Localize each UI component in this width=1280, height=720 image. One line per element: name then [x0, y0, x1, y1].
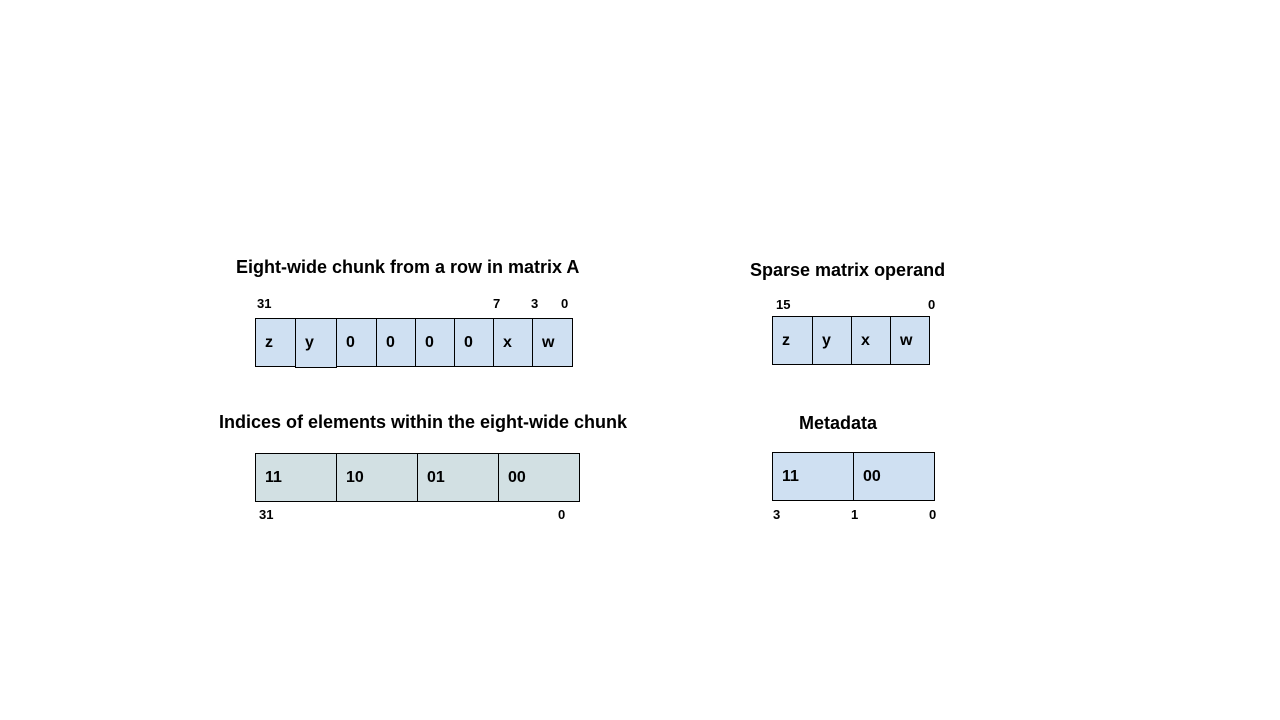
cell-value: 11 — [265, 468, 282, 486]
cell-value: 0 — [464, 333, 473, 351]
indices-bit-31: 31 — [259, 507, 274, 522]
metadata-cell: 11 — [772, 452, 854, 501]
chunk-title: Eight-wide chunk from a row in matrix A — [236, 257, 580, 277]
cell-value: y — [822, 331, 831, 349]
metadata-cell: 00 — [853, 452, 935, 501]
sparse-cell-w: w — [890, 316, 930, 365]
sparse-bit-15: 15 — [776, 297, 791, 312]
cell-value: w — [900, 331, 913, 349]
cell-value: 0 — [386, 333, 395, 351]
chunk-cell-y: y — [295, 318, 337, 368]
indices-cell: 10 — [336, 453, 418, 502]
sparse-cell-y: y — [812, 316, 852, 365]
indices-cell: 11 — [255, 453, 337, 502]
indices-title: Indices of elements within the eight-wid… — [219, 412, 628, 432]
metadata-title: Metadata — [799, 413, 878, 433]
cell-value: 01 — [427, 468, 445, 486]
metadata-bit-1: 1 — [851, 507, 859, 522]
indices-cell: 01 — [417, 453, 499, 502]
cell-value: z — [265, 333, 273, 351]
cell-value: z — [782, 331, 790, 349]
sparse-cell-z: z — [772, 316, 813, 365]
chunk-cell-zero: 0 — [454, 318, 494, 367]
chunk-cell-zero: 0 — [415, 318, 455, 367]
chunk-bit-31: 31 — [257, 296, 272, 311]
sparse-title: Sparse matrix operand — [750, 260, 946, 280]
chunk-cell-zero: 0 — [376, 318, 416, 367]
indices-bit-0: 0 — [558, 507, 566, 522]
chunk-bit-7: 7 — [493, 296, 501, 311]
cell-value: x — [861, 331, 870, 349]
chunk-cell-zero: 0 — [336, 318, 377, 367]
chunk-cell-w: w — [532, 318, 573, 367]
sparse-cell-x: x — [851, 316, 891, 365]
cell-value: 11 — [782, 467, 799, 485]
chunk-bit-0: 0 — [561, 296, 569, 311]
chunk-bit-3: 3 — [531, 296, 539, 311]
cell-value: 0 — [425, 333, 434, 351]
cell-value: 00 — [863, 467, 881, 485]
metadata-bit-3: 3 — [773, 507, 781, 522]
cell-value: w — [542, 333, 555, 351]
indices-cell: 00 — [498, 453, 580, 502]
chunk-cell-z: z — [255, 318, 296, 367]
cell-value: 00 — [508, 468, 526, 486]
cell-value: x — [503, 333, 512, 351]
cell-value: 10 — [346, 468, 364, 486]
cell-value: 0 — [346, 333, 355, 351]
sparse-bit-0: 0 — [928, 297, 936, 312]
chunk-cell-x: x — [493, 318, 533, 367]
cell-value: y — [305, 334, 314, 351]
metadata-bit-0: 0 — [929, 507, 937, 522]
